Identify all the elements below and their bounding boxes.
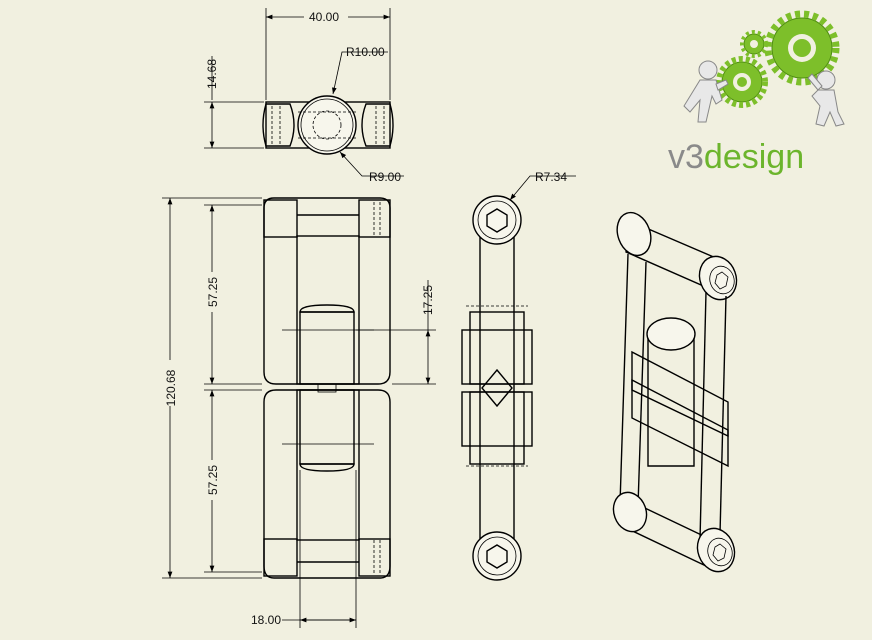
svg-text:v3design: v3design (668, 138, 804, 176)
figure-right-icon (807, 70, 845, 127)
gear-large-icon (764, 10, 840, 86)
dim-upper-link: 57.25 (206, 277, 220, 307)
dim-hub-offset: 17.25 (421, 285, 435, 315)
logo-design: design (704, 138, 804, 176)
top-view: 40.00 14.68 R10.00 R9.00 (204, 8, 404, 184)
dim-radius-inner: R9.00 (369, 170, 401, 184)
isometric-view (612, 211, 738, 573)
dim-overall-height: 120.68 (164, 369, 178, 406)
gear-medium-icon (716, 56, 768, 108)
front-view: 120.68 57.25 57.25 17.25 18.00 (162, 197, 436, 628)
v3design-logo: v3design (668, 10, 845, 176)
gear-small-icon (740, 30, 768, 58)
dim-lower-link: 57.25 (206, 465, 220, 495)
dim-radius-outer: R10.00 (346, 45, 385, 59)
dim-top-width: 40.00 (309, 10, 339, 24)
side-view: R7.34 (461, 170, 576, 581)
dim-side-radius: R7.34 (535, 170, 567, 184)
logo-v3: v3 (668, 138, 704, 176)
figure-left-icon (683, 60, 729, 123)
dim-bottom-width: 18.00 (251, 613, 281, 627)
